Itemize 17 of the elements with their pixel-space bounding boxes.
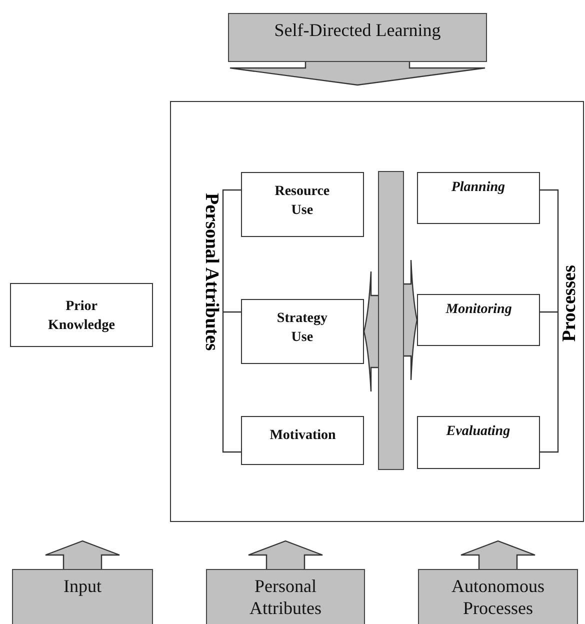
concept-box: Prior Knowledge <box>10 283 153 347</box>
heading-box: Self-Directed Learning <box>228 13 487 62</box>
concept-box: Resource Use <box>240 172 364 237</box>
process-box: Monitoring <box>416 294 540 346</box>
concept-box: Motivation <box>240 416 364 465</box>
process-box: Planning <box>416 172 540 224</box>
input-box: Input <box>12 569 153 624</box>
frame-box <box>170 101 584 522</box>
block-arrow <box>44 540 120 570</box>
input-box: Autonomous Processes <box>418 569 578 624</box>
block-arrow <box>229 61 486 86</box>
concept-box: Strategy Use <box>240 298 364 364</box>
input-box: Personal Attributes <box>206 569 365 624</box>
central-bar <box>378 170 404 470</box>
block-arrow <box>248 540 324 570</box>
block-arrow <box>460 540 536 570</box>
process-box: Evaluating <box>416 416 540 469</box>
